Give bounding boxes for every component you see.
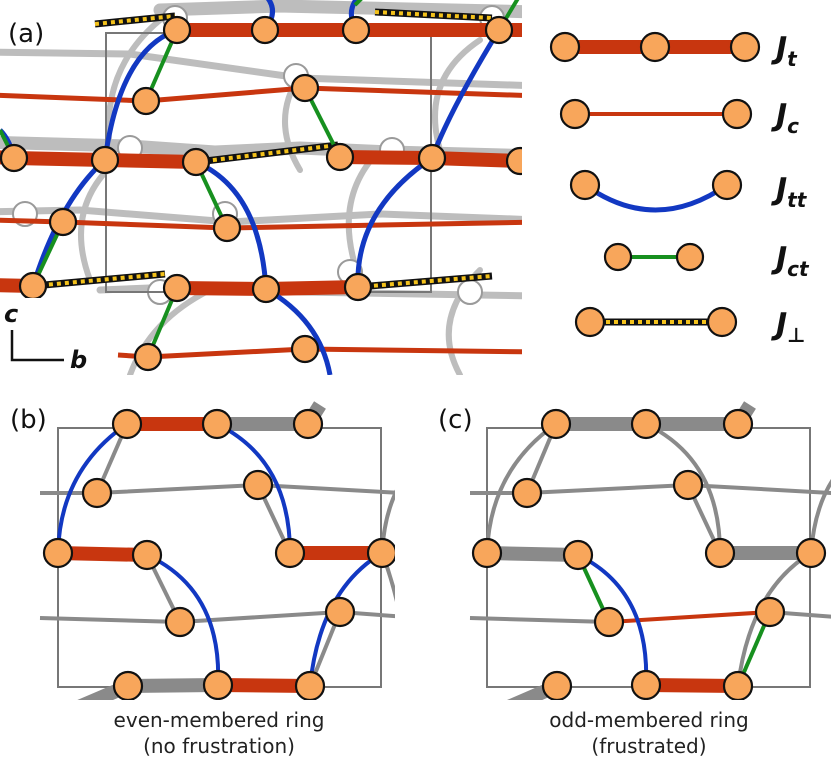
- legend-jc-subscript: c: [787, 114, 799, 138]
- panel-b-label: (b): [10, 405, 47, 435]
- svg-text:J⊥: J⊥: [771, 307, 805, 347]
- legend-jperp-subscript: ⊥: [787, 323, 805, 347]
- panel-c-caption-line2: (frustrated): [591, 734, 706, 758]
- legend-jct-symbol: J: [771, 241, 787, 276]
- axes-indicator: c b: [0, 298, 100, 375]
- svg-text:Jt: Jt: [771, 31, 798, 71]
- axis-b-label: b: [70, 346, 87, 374]
- panel-c-lattice: [469, 401, 831, 700]
- legend-jct-subscript: ct: [787, 257, 810, 281]
- legend-jt-symbol: J: [771, 31, 787, 66]
- legend-jperp: J⊥: [574, 306, 805, 347]
- panel-c-label: (c): [438, 405, 473, 435]
- legend-jt: Jt: [549, 31, 798, 71]
- panel-a-label: (a): [8, 19, 44, 49]
- legend-jtt-subscript: tt: [787, 188, 808, 212]
- legend-jtt-symbol: J: [771, 172, 787, 207]
- legend-jct: Jct: [603, 241, 810, 281]
- legend-jc: Jc: [559, 98, 799, 138]
- legend: Jt Jc Jtt Jct J⊥: [549, 31, 810, 347]
- panel-c-caption-line1: odd-membered ring: [549, 708, 748, 732]
- legend-jt-subscript: t: [787, 47, 798, 71]
- panel-b-caption-line1: even-membered ring: [114, 708, 325, 732]
- svg-text:Jct: Jct: [771, 241, 810, 281]
- panel-c: (c) odd-membered ring (frustrated): [438, 401, 831, 758]
- svg-text:Jtt: Jtt: [771, 172, 808, 212]
- axis-c-label: c: [4, 300, 18, 328]
- panel-a-sites: [0, 15, 522, 372]
- panel-c-sites: [471, 408, 827, 700]
- jc-chains: [0, 85, 522, 360]
- svg-text:Jc: Jc: [771, 98, 799, 138]
- panel-a-lattice: [0, 0, 522, 375]
- panel-a-label-bg: [4, 14, 54, 48]
- jperp-bonds: [32, 8, 493, 291]
- panel-a: (a) c b: [0, 0, 522, 375]
- legend-jc-symbol: J: [771, 98, 787, 133]
- legend-jtt: Jtt: [569, 169, 808, 213]
- panel-b-caption-line2: (no frustration): [143, 734, 295, 758]
- panel-b: (b) even-membered ring (no frustration): [10, 401, 395, 758]
- panel-b-sites: [42, 408, 395, 700]
- panel-b-lattice: [39, 401, 395, 700]
- legend-jperp-symbol: J: [771, 307, 787, 342]
